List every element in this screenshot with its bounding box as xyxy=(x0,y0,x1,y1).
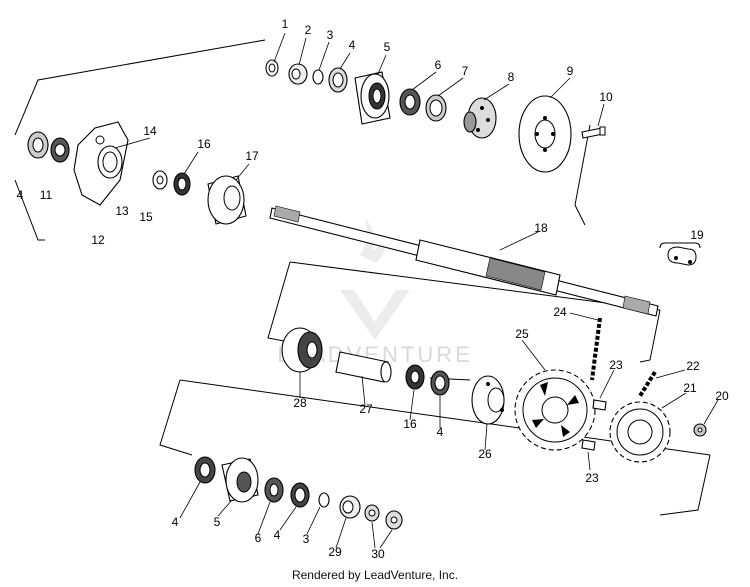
callout-7: 7 xyxy=(462,64,469,78)
callout-18: 18 xyxy=(534,221,548,235)
callout-5: 5 xyxy=(384,40,391,54)
leader-lines xyxy=(114,32,719,549)
callout-3: 3 xyxy=(327,28,334,42)
callout-14: 14 xyxy=(143,124,157,138)
part-20-nut xyxy=(693,423,707,437)
callout-4-lower: 4 xyxy=(437,425,444,439)
callout-4: 4 xyxy=(349,38,356,52)
part-27-spacer-tube xyxy=(335,351,392,383)
part-13-sprocket-carrier xyxy=(97,145,123,179)
callout-4-left: 4 xyxy=(17,188,24,202)
part-19-master-link xyxy=(659,242,701,266)
part-6-bearing-bottom xyxy=(264,477,284,503)
part-15-washer xyxy=(152,170,168,190)
part-23-roller-upper xyxy=(592,399,607,411)
callout-8: 8 xyxy=(508,70,515,84)
callout-23-upper: 23 xyxy=(609,358,623,372)
part-4-seal-bottom xyxy=(194,456,216,484)
callout-19: 19 xyxy=(690,228,704,242)
callout-2: 2 xyxy=(305,23,312,37)
callout-28: 28 xyxy=(293,396,307,410)
callout-16-lower: 16 xyxy=(403,417,417,431)
part-17-housing xyxy=(207,175,247,225)
part-3-o-ring-bottom xyxy=(318,492,330,508)
callout-13: 13 xyxy=(115,204,129,218)
callout-17: 17 xyxy=(245,149,259,163)
part-25-rear-sprocket xyxy=(514,369,596,451)
callout-12: 12 xyxy=(91,233,105,247)
callout-29: 29 xyxy=(328,545,342,559)
callout-1: 1 xyxy=(282,17,289,31)
part-9-brake-disc xyxy=(518,95,572,173)
part-16-seal-lower xyxy=(405,364,425,390)
callout-16: 16 xyxy=(197,137,211,151)
part-26-sprocket-hub xyxy=(471,375,505,425)
part-4-seal xyxy=(328,67,348,93)
part-18-axle xyxy=(269,205,659,317)
part-6-bearing xyxy=(399,88,421,116)
callout-20: 20 xyxy=(715,389,729,403)
part-24-chain xyxy=(590,317,602,381)
part-2-spacer xyxy=(288,63,308,85)
part-11-bearing xyxy=(50,137,70,163)
part-1-clip xyxy=(265,59,279,77)
part-4-seal-bottom-2 xyxy=(290,482,310,508)
part-5-bearing-housing xyxy=(354,71,391,125)
callouts: 1 2 3 4 5 6 7 8 9 10 4 11 12 13 14 15 16… xyxy=(17,17,729,561)
part-23-roller-lower xyxy=(581,439,596,451)
part-16-seal xyxy=(173,172,191,196)
part-29-spacer xyxy=(339,495,361,519)
part-28-eccentric xyxy=(281,327,323,373)
callout-23-lower: 23 xyxy=(585,471,599,485)
part-3-o-ring xyxy=(312,69,324,85)
part-4-seal-lower xyxy=(430,370,450,396)
callout-9: 9 xyxy=(567,64,574,78)
callout-6-bottom: 6 xyxy=(255,531,262,545)
part-5-housing-bottom xyxy=(221,457,259,503)
callout-26: 26 xyxy=(478,447,492,461)
callout-3-bottom: 3 xyxy=(303,532,310,546)
callout-11: 11 xyxy=(40,188,53,202)
credit-line: Rendered by LeadVenture, Inc. xyxy=(291,568,459,582)
callout-4-bottom-2: 4 xyxy=(274,528,281,542)
callout-5-bottom: 5 xyxy=(214,515,221,529)
part-10-bolt xyxy=(581,126,606,139)
callout-27: 27 xyxy=(359,402,373,416)
callout-10: 10 xyxy=(599,90,613,104)
callout-24: 24 xyxy=(553,305,567,319)
callout-15: 15 xyxy=(139,210,153,224)
part-22-chain-segment xyxy=(638,370,657,398)
callout-21: 21 xyxy=(683,381,697,395)
callout-25: 25 xyxy=(515,327,529,341)
part-7-seal xyxy=(425,94,447,122)
part-30-nuts xyxy=(364,504,403,530)
part-4-seal-left xyxy=(27,131,49,159)
part-8-hub xyxy=(463,97,497,139)
callout-22: 22 xyxy=(686,359,700,373)
callout-4-bottom: 4 xyxy=(172,515,179,529)
callout-30: 30 xyxy=(371,547,385,561)
part-21-front-sprocket xyxy=(609,401,671,463)
callout-6: 6 xyxy=(435,58,442,72)
